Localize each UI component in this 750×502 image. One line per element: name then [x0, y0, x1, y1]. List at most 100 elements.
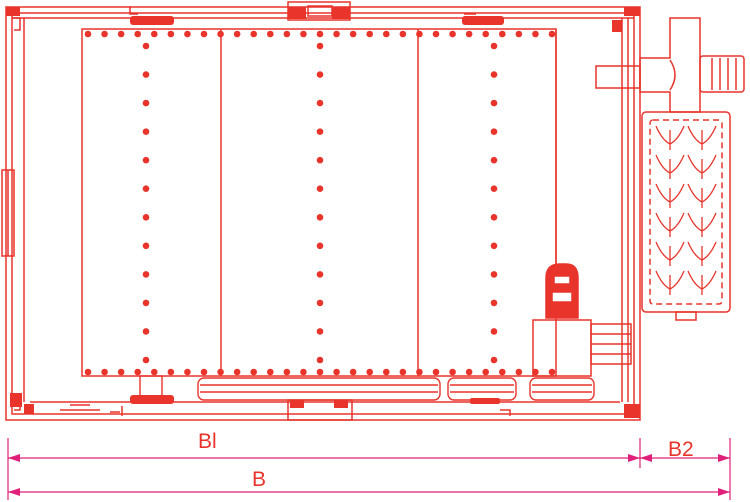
- chamber-panels: [81, 28, 557, 377]
- top-nozzle-dot: [532, 30, 539, 38]
- corner-block-bl: [10, 393, 22, 407]
- bottom-nozzle-dot: [366, 368, 374, 376]
- top-nozzle-dot: [233, 30, 241, 38]
- middle-column-dot: [316, 99, 324, 107]
- bottom-nozzle-dot: [498, 368, 506, 376]
- filter-cell: [687, 241, 717, 266]
- filter-cell: [655, 270, 685, 295]
- top-nozzle-dot: [449, 30, 456, 38]
- filter-drain: [675, 311, 697, 321]
- bottom-nozzle-dot: [482, 368, 490, 376]
- bottom-nozzle-dot: [117, 368, 125, 376]
- filter-cell: [655, 154, 685, 179]
- middle-column-dot: [316, 271, 324, 278]
- filter-cabinet-inner: [649, 119, 723, 305]
- filter-cell: [655, 125, 685, 150]
- pump-body: [532, 319, 592, 377]
- right-column-dot: [490, 213, 498, 221]
- bottom-mark-left: [60, 404, 123, 416]
- right-column-dot: [490, 242, 498, 250]
- middle-column-dot: [316, 185, 324, 193]
- filter-cell: [655, 212, 685, 237]
- top-door-block-right: [332, 7, 350, 19]
- right-column-dot: [490, 271, 498, 278]
- left-column-dot: [142, 271, 150, 278]
- left-column-dot: [142, 185, 150, 193]
- corner-block-br: [624, 404, 640, 418]
- corner-mark-top-left: [12, 17, 21, 31]
- dimension-label-b2: B2: [668, 438, 694, 461]
- nozzle-dots: [84, 30, 556, 376]
- dimension-lines: [7, 438, 731, 500]
- bottom-support-left: [130, 395, 174, 404]
- bottom-nozzle-dot: [349, 368, 357, 376]
- top-nozzle-dot: [217, 30, 224, 38]
- top-nozzle-dot: [432, 30, 440, 38]
- left-column-dot: [142, 99, 150, 107]
- bottom-nozzle-dot: [465, 368, 473, 376]
- middle-column-dot: [316, 71, 324, 78]
- arrow-b-left: [8, 488, 20, 496]
- filter-cell: [687, 212, 717, 237]
- corner-block-left-mid: [24, 404, 34, 414]
- top-nozzle-dot: [548, 30, 556, 38]
- bottom-nozzle-dot: [84, 368, 92, 376]
- middle-column-dot: [316, 299, 324, 307]
- left-column-dot: [142, 328, 150, 335]
- top-nozzle-dot: [498, 30, 506, 38]
- top-nozzle-dot: [117, 30, 125, 38]
- top-nozzle-dot: [266, 30, 274, 38]
- top-nozzle-dot: [134, 30, 142, 38]
- middle-column-dot: [316, 242, 324, 250]
- arrow-bl-left: [8, 454, 20, 462]
- top-nozzle-dot: [333, 30, 340, 38]
- top-nozzle-dot: [200, 30, 208, 38]
- middle-column-dot: [316, 328, 324, 335]
- bottom-mark-right: [500, 409, 511, 416]
- arrow-b2-left: [640, 454, 652, 462]
- right-column-dot: [490, 185, 498, 193]
- bottom-nozzle-dot: [150, 368, 158, 376]
- left-column-dot: [142, 213, 150, 221]
- left-column-dot: [142, 356, 150, 364]
- filter-cell: [687, 270, 717, 295]
- roller-bank-1: [197, 377, 441, 401]
- bottom-nozzle-dot: [416, 368, 423, 376]
- bottom-nozzle-dot: [316, 368, 324, 376]
- corner-block-tr-2: [612, 20, 622, 32]
- top-nozzle-dot: [283, 30, 291, 38]
- corner-blocks: [6, 7, 640, 418]
- bottom-support-right: [470, 398, 500, 404]
- bottom-nozzle-dot: [101, 368, 108, 376]
- bottom-nozzle-dot: [548, 368, 556, 376]
- filter-cell: [655, 183, 685, 208]
- middle-column-dot: [316, 42, 324, 50]
- pump-cap-slot: [551, 291, 573, 303]
- bottom-nozzle-dot: [532, 368, 539, 376]
- top-nozzle-dot: [184, 30, 191, 38]
- filter-cell: [687, 154, 717, 179]
- bottom-nozzle-dot: [134, 368, 142, 376]
- filter-cabinet-outer: [641, 111, 731, 313]
- dimension-arrows: [8, 454, 730, 496]
- bottom-nozzle-dot: [300, 368, 307, 376]
- corner-block-tl: [6, 7, 20, 16]
- middle-column-dot: [316, 213, 324, 221]
- middle-column-dot: [316, 128, 324, 135]
- top-nozzle-dot: [482, 30, 490, 38]
- dimension-label-b: B: [252, 468, 266, 491]
- top-nozzle-dot: [250, 30, 258, 38]
- right-column-dot: [490, 328, 498, 335]
- right-column-dot: [490, 42, 498, 50]
- left-column-dot: [142, 42, 150, 50]
- bottom-nozzle-dot: [217, 368, 224, 376]
- left-column-dot: [142, 242, 150, 250]
- top-nozzle-dot: [300, 30, 307, 38]
- right-column-dot: [490, 156, 498, 164]
- pump-cap-window: [553, 275, 571, 285]
- bottom-rollers: [139, 375, 595, 401]
- roller-bank-3: [529, 377, 595, 401]
- booth-inner-wall: [11, 12, 635, 415]
- fan-housing: [639, 17, 701, 113]
